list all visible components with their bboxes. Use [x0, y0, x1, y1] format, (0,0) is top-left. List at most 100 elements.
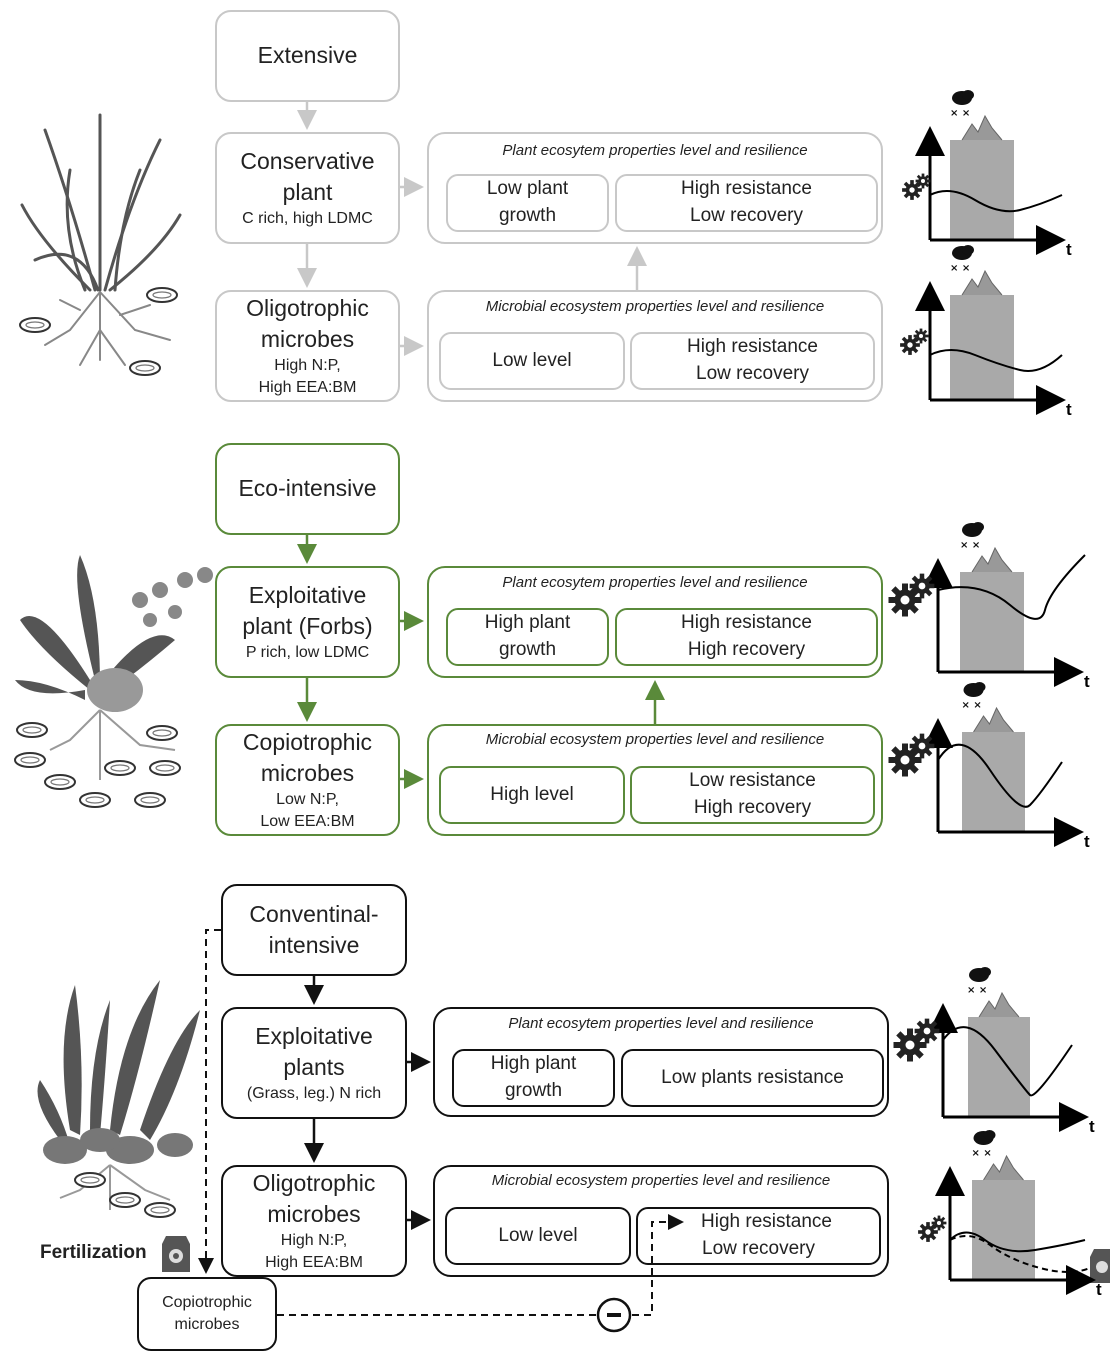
conv-plant-sub: (Grass, leg.) N rich: [246, 1084, 382, 1102]
extensive-microbes-line2: microbes: [260, 325, 355, 352]
conv-plant-growth-box: High plant growth: [452, 1049, 615, 1107]
mountain-icon: [971, 546, 1013, 573]
conv-microbes-line2: microbes: [267, 1200, 361, 1227]
extensive-microbe-level: Low level: [492, 349, 572, 371]
copiotrophic-line1: Copiotrophic: [162, 1293, 252, 1311]
eco-microbes-box: Copiotrophic microbes Low N:P, Low EEA:B…: [215, 724, 400, 836]
conv-plant-growth-line2: growth: [504, 1080, 563, 1101]
mountain-icon: [983, 1154, 1024, 1181]
extensive-microbes-box: Oligotrophic microbes High N:P, High EEA…: [215, 290, 400, 402]
eco-plant-growth-box: High plant growth: [446, 608, 609, 666]
eco-microbe-level: High level: [490, 783, 574, 805]
eco-plant-line2: plant (Forbs): [242, 612, 373, 639]
eco-plant-recovery: High recovery: [687, 639, 806, 660]
extensive-plant-box: Conservative plant C rich, high LDMC: [215, 132, 400, 244]
extensive-microbes-sub2: High EEA:BM: [258, 379, 357, 397]
eco-intensive-system-box: Eco-intensive: [215, 443, 400, 535]
microbe-icon: [19, 317, 51, 333]
microbe-icon: [149, 760, 181, 776]
microbe-icon: [14, 752, 46, 768]
copiotrophic-line2: microbes: [174, 1316, 240, 1333]
extensive-plant-growth-box: Low plant growth: [446, 174, 609, 232]
resilience-plot: t: [900, 245, 1072, 419]
response-curve: [929, 190, 1063, 213]
extensive-microbe-level-box: Low level: [439, 332, 625, 390]
disturbance-bar: [950, 295, 1014, 400]
extensive-plant-panel: Plant ecosytem properties level and resi…: [427, 132, 883, 244]
eco-plant-growth-line1: High plant: [484, 612, 571, 634]
eco-microbes-sub2: Low EEA:BM: [260, 813, 355, 831]
x-axis-label: t: [1066, 240, 1072, 259]
x-axis-label: t: [1084, 832, 1090, 851]
microbe-icon: [144, 1202, 176, 1218]
extensive-label: Extensive: [257, 42, 358, 69]
x-axis-label: t: [1066, 400, 1072, 419]
copiotrophic-microbes-box: Copiotrophic microbes: [137, 1277, 277, 1351]
storm-cloud-icon: [971, 1130, 996, 1159]
resilience-plot: t: [918, 1130, 1102, 1299]
extensive-plant-sub: C rich, high LDMC: [242, 209, 373, 227]
x-axis-label: t: [1089, 1117, 1095, 1136]
extensive-plant-growth-line1: Low plant: [486, 178, 569, 200]
conv-microbe-level: Low level: [498, 1224, 578, 1246]
conv-microbe-panel-title: Microbial ecosystem properties level and…: [491, 1172, 831, 1189]
x-axis-label: t: [1096, 1280, 1102, 1299]
microbe-icon: [104, 760, 136, 776]
microbe-icon: [109, 1192, 141, 1208]
eco-plant-resilience-box: High resistance High recovery: [615, 608, 878, 666]
fertilizer-bag-icon: [1090, 1249, 1110, 1283]
response-curve: [942, 1026, 1073, 1097]
conv-microbes-line1: Oligotrophic: [252, 1169, 376, 1196]
x-axis-label: t: [1084, 672, 1090, 691]
extensive-microbes-sub1: High N:P,: [274, 356, 341, 374]
eco-intensive-label: Eco-intensive: [238, 475, 377, 502]
extensive-microbe-resilience-box: High resistance Low recovery: [630, 332, 875, 390]
microbe-icon: [129, 360, 161, 376]
response-curve: [949, 1231, 1086, 1253]
extensive-plant-recovery: Low recovery: [690, 205, 803, 226]
extensive-plant-panel-title: Plant ecosytem properties level and resi…: [502, 142, 808, 159]
eco-microbe-panel: Microbial ecosystem properties level and…: [427, 724, 883, 836]
eco-microbe-resistance: Low resistance: [689, 770, 816, 792]
mixed-sward-illustration: [37, 980, 200, 1210]
eco-microbes-line1: Copiotrophic: [242, 728, 373, 755]
minus-icon: [596, 1297, 632, 1333]
eco-microbe-resilience-box: Low resistance High recovery: [630, 766, 875, 824]
storm-cloud-icon: [961, 682, 986, 711]
conv-plant-box: Exploitative plants (Grass, leg.) N rich: [221, 1007, 407, 1119]
microbe-icon: [16, 722, 48, 738]
microbe-icon: [134, 792, 166, 808]
mountain-icon: [961, 269, 1003, 296]
disturbance-bar: [950, 140, 1014, 240]
conv-plant-line2: plants: [283, 1053, 345, 1080]
extensive-plant-growth-line2: growth: [498, 205, 557, 226]
conv-plant-line1: Exploitative: [255, 1022, 373, 1049]
storm-cloud-icon: [967, 967, 991, 996]
conv-plant-panel: Plant ecosytem properties level and resi…: [433, 1007, 889, 1117]
gear-icon: [909, 573, 935, 599]
conv-plant-growth-line1: High plant: [490, 1053, 577, 1075]
extensive-system-box: Extensive: [215, 10, 400, 102]
eco-plant-line1: Exploitative: [248, 581, 367, 608]
extensive-plant-line2: plant: [282, 178, 333, 205]
conv-microbes-box: Oligotrophic microbes High N:P, High EEA…: [221, 1165, 407, 1277]
eco-plant-panel-title: Plant ecosytem properties level and resi…: [502, 574, 808, 591]
fertilization-label: Fertilization: [40, 1242, 147, 1263]
conv-microbe-level-box: Low level: [445, 1207, 631, 1265]
microbe-icon: [146, 287, 178, 303]
microbe-icon: [74, 1172, 106, 1188]
storm-cloud-icon: [950, 245, 974, 274]
eco-plant-resistance: High resistance: [681, 612, 812, 634]
disturbance-bar: [962, 732, 1025, 832]
conv-plant-resistance-box: Low plants resistance: [621, 1049, 884, 1107]
response-curve: [929, 349, 1063, 372]
eco-plant-panel: Plant ecosytem properties level and resi…: [427, 566, 883, 678]
response-curve: [937, 554, 1086, 620]
eco-microbe-level-box: High level: [439, 766, 625, 824]
resilience-plot: t: [902, 90, 1072, 259]
microbe-icon: [79, 792, 111, 808]
resilience-plot: t: [888, 682, 1090, 851]
eco-microbes-sub1: Low N:P,: [276, 790, 339, 808]
gear-icon: [931, 1215, 947, 1231]
